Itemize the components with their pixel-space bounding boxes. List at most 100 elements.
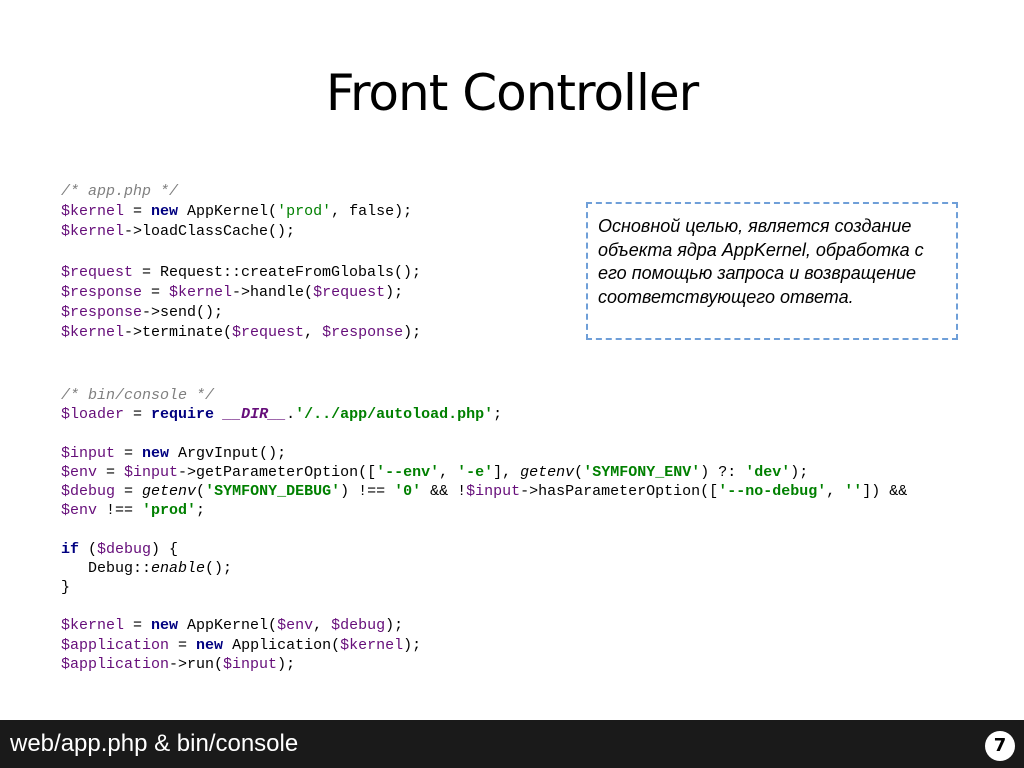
code-token: (	[574, 463, 584, 481]
code-line: $response->send();	[61, 304, 223, 321]
code-token: ->hasParameterOption([	[520, 483, 719, 501]
code-token: ,	[304, 324, 323, 342]
page-number-badge: 7	[985, 731, 1015, 761]
code-line: if ($debug) {	[61, 541, 178, 558]
code-token: $input	[61, 444, 116, 462]
code-token: new	[151, 617, 179, 635]
code-token: );	[277, 655, 296, 673]
code-token: new	[196, 636, 224, 654]
code-token: $input	[124, 463, 179, 481]
code-line: /* app.php */	[61, 183, 178, 200]
code-line: $input = new ArgvInput();	[61, 445, 286, 462]
code-token: ();	[205, 559, 233, 577]
code-token: ) !==	[340, 483, 395, 501]
code-token: ->terminate(	[124, 324, 233, 342]
code-token: __DIR__	[223, 406, 287, 424]
code-token: }	[61, 579, 71, 597]
code-token: /* app.php */	[61, 183, 179, 200]
code-token	[214, 406, 223, 423]
code-token: ArgvInput();	[169, 444, 287, 462]
code-token: $debug	[331, 617, 386, 635]
code-token: $kernel	[61, 617, 125, 635]
code-token: require	[151, 406, 215, 424]
code-token: $env	[61, 463, 98, 481]
code-token: ->run(	[169, 655, 224, 673]
code-token: && !	[421, 483, 467, 501]
code-token: =	[124, 406, 152, 424]
code-line: $kernel = new AppKernel('prod', false);	[61, 203, 412, 220]
code-line: $env = $input->getParameterOption(['--en…	[61, 464, 808, 481]
code-token: );	[385, 284, 404, 302]
code-token: =	[124, 617, 152, 635]
footer-bar: web/app.php & bin/console	[0, 720, 1024, 768]
code-token: $loader	[61, 406, 125, 424]
code-token: ]) &&	[862, 483, 908, 501]
code-token: ) ?:	[700, 463, 746, 481]
code-line: Debug::enable();	[61, 560, 232, 577]
code-token: Application(	[223, 636, 341, 654]
code-token: $env	[277, 617, 314, 635]
code-line: $loader = require __DIR__.'/../app/autol…	[61, 406, 502, 423]
code-token: ,	[313, 617, 332, 635]
code-token: getenv	[142, 483, 197, 501]
code-token: $kernel	[169, 284, 233, 302]
code-token: $application	[61, 636, 170, 654]
code-token: '--env'	[376, 463, 440, 481]
code-token: AppKernel(	[178, 203, 278, 221]
code-token: Debug::	[61, 559, 152, 577]
code-block-app-php: /* app.php */ $kernel = new AppKernel('p…	[61, 182, 421, 344]
code-token: enable	[151, 559, 206, 577]
code-line: $kernel->loadClassCache();	[61, 223, 295, 240]
code-line: $env !== 'prod';	[61, 502, 205, 519]
code-token: =	[169, 636, 197, 654]
code-token: 'SYMFONY_DEBUG'	[205, 483, 341, 501]
code-token: .	[286, 406, 296, 424]
code-token: $response	[61, 284, 143, 302]
code-line: /* bin/console */	[61, 387, 214, 404]
code-token: = Request::createFromGlobals();	[133, 263, 422, 281]
code-token: ;	[196, 502, 206, 520]
code-token: ->handle(	[232, 284, 314, 302]
code-token: $input	[223, 655, 278, 673]
code-token: getenv	[520, 463, 575, 481]
code-token: '--no-debug'	[718, 483, 827, 501]
code-token: /* bin/console */	[61, 387, 215, 404]
code-token: $request	[232, 324, 305, 342]
code-token: 'dev'	[745, 463, 791, 481]
code-token: =	[142, 284, 170, 302]
code-token: !==	[97, 502, 143, 520]
code-token: $debug	[61, 483, 116, 501]
code-token: $kernel	[61, 223, 125, 241]
code-token: $kernel	[340, 636, 404, 654]
code-token: $debug	[97, 540, 152, 558]
code-token: );	[403, 636, 422, 654]
code-token: );	[385, 617, 404, 635]
code-token: if	[61, 540, 80, 558]
code-token: ,	[439, 463, 458, 481]
code-token: ],	[493, 463, 521, 481]
code-line: $debug = getenv('SYMFONY_DEBUG') !== '0'…	[61, 483, 907, 500]
code-token: 'prod'	[142, 502, 197, 520]
code-token: ->send();	[142, 304, 224, 322]
code-token: $request	[61, 263, 134, 281]
code-line: $application->run($input);	[61, 656, 295, 673]
code-token: new	[142, 444, 170, 462]
code-token: $request	[313, 284, 386, 302]
code-token: );	[403, 324, 422, 342]
code-token: =	[115, 483, 143, 501]
code-line: $request = Request::createFromGlobals();	[61, 264, 421, 281]
code-token: =	[97, 463, 125, 481]
code-token: $kernel	[61, 203, 125, 221]
code-token: 'prod'	[277, 203, 332, 221]
code-token: '-e'	[457, 463, 494, 481]
code-token: ) {	[151, 540, 179, 558]
code-token: , false);	[331, 203, 413, 221]
code-line: $response = $kernel->handle($request);	[61, 284, 403, 301]
code-token: $response	[61, 304, 143, 322]
code-token: ;	[493, 406, 503, 424]
code-token: ''	[844, 483, 863, 501]
slide-title: Front Controller	[325, 64, 699, 122]
code-token: ->loadClassCache();	[124, 223, 296, 241]
code-line: $application = new Application($kernel);	[61, 637, 421, 654]
code-token: (	[79, 540, 98, 558]
